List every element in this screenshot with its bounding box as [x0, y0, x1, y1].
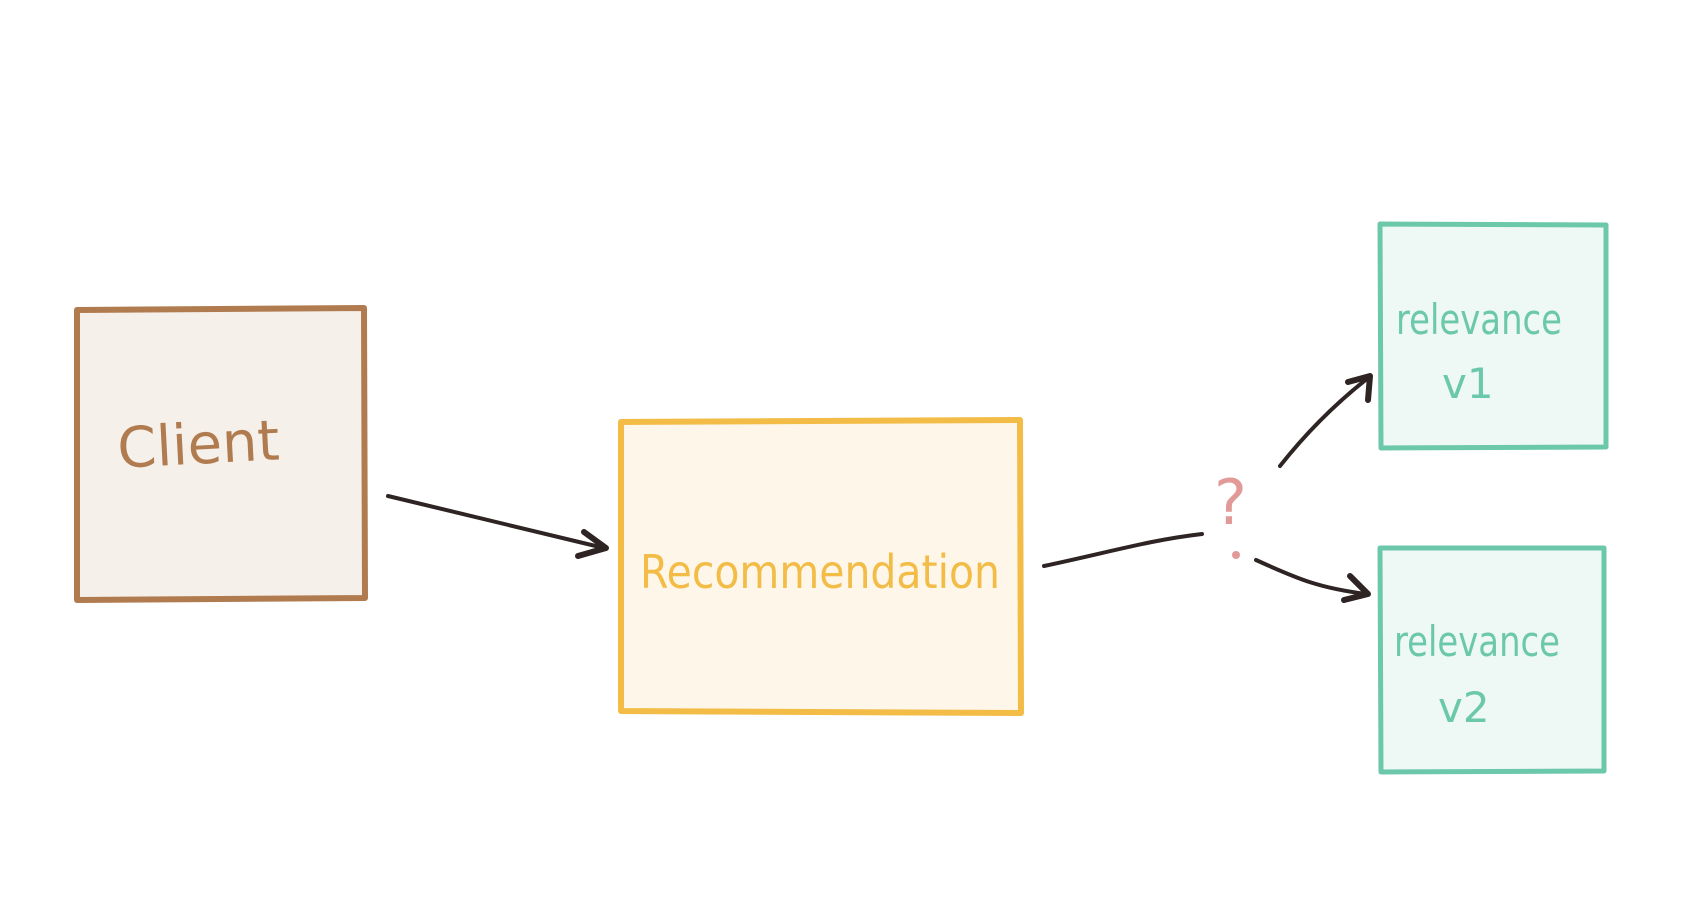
split-marker: ?	[1214, 466, 1247, 559]
arrow-head	[575, 529, 609, 559]
relevance-v2-line1: relevance	[1394, 617, 1560, 666]
client-label: Client	[116, 408, 281, 481]
relevance-v2-line2: v2	[1438, 683, 1490, 732]
arrow-line	[386, 494, 606, 550]
edge-line	[1042, 532, 1204, 568]
client-box	[74, 305, 368, 603]
edge-recommendation-to-split	[1042, 532, 1204, 568]
question-mark: ?	[1214, 466, 1247, 539]
arrow-line	[1278, 376, 1370, 468]
arrow-to-relevance-v2	[1254, 558, 1371, 603]
arrow-head	[1345, 373, 1373, 403]
relevance-v2-box	[1377, 545, 1607, 775]
recommendation-node: Recommendation	[618, 417, 1024, 716]
relevance-v1-line2: v1	[1442, 359, 1494, 408]
relevance-v1-line1: relevance	[1396, 295, 1562, 344]
relevance-v2-node: relevance v2	[1377, 545, 1607, 775]
client-node: Client	[74, 305, 368, 603]
arrow-line	[1254, 558, 1368, 596]
recommendation-box	[618, 417, 1024, 716]
relevance-v1-box	[1377, 221, 1609, 451]
arrow-client-to-recommendation	[386, 494, 609, 559]
relevance-v1-node: relevance v1	[1377, 221, 1609, 451]
question-dot	[1232, 551, 1240, 559]
recommendation-label: Recommendation	[640, 545, 1000, 599]
arrow-to-relevance-v1	[1278, 373, 1373, 468]
arrow-head	[1341, 573, 1371, 603]
